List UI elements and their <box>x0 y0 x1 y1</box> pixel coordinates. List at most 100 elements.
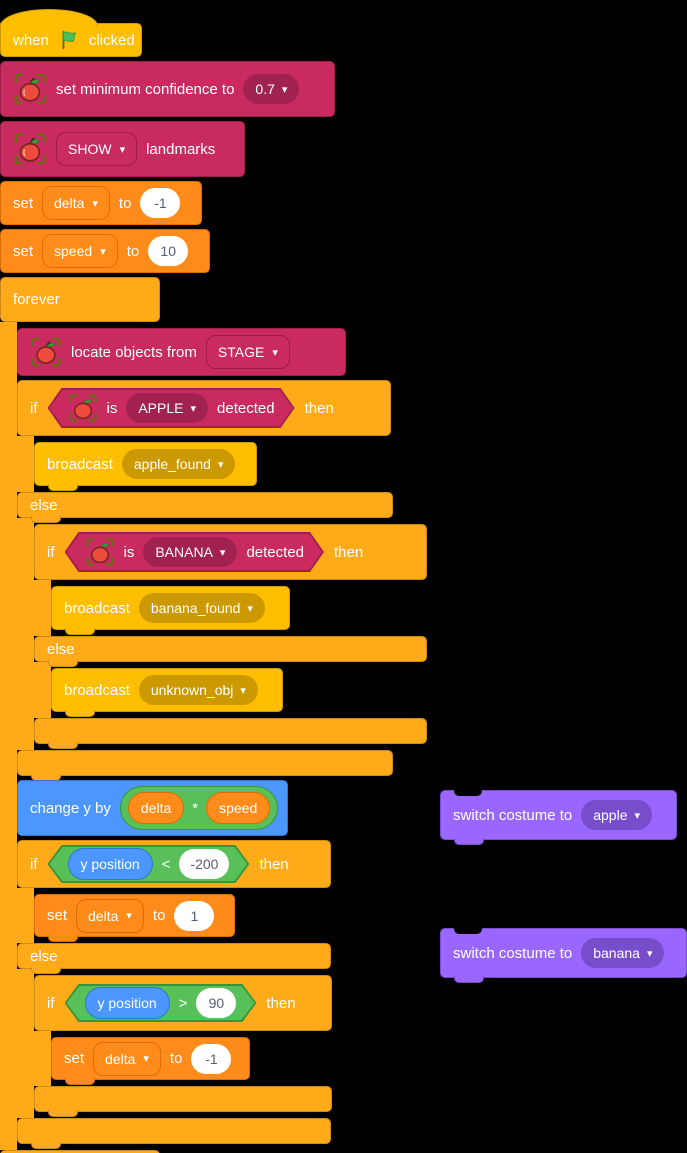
locate-source-dropdown[interactable]: STAGE ▾ <box>205 335 290 369</box>
then-label: then <box>304 399 334 417</box>
else-mouth: broadcast unknown_obj ▾ <box>51 662 283 718</box>
set-delta-up-block[interactable]: set delta ▾ to 1 <box>34 894 235 942</box>
if-banana-block[interactable]: if <box>34 524 427 749</box>
apple-detector-icon <box>85 537 115 567</box>
when-flag-clicked-block[interactable]: when clicked <box>0 9 142 57</box>
forever-block[interactable]: forever <box>0 277 427 1153</box>
green-flag-icon <box>58 29 80 51</box>
value-input[interactable]: 1 <box>174 900 215 931</box>
costume-dropdown-apple[interactable]: apple ▾ <box>581 800 653 830</box>
else-arm <box>17 969 34 1118</box>
forever-header[interactable]: forever <box>0 277 160 322</box>
set-speed-block[interactable]: set speed ▾ to 10 <box>0 229 210 273</box>
clicked-label: clicked <box>88 31 135 49</box>
if-y-low-block[interactable]: if y position < -200 then <box>17 840 332 1149</box>
change-y-block[interactable]: change y by delta * speed <box>17 780 288 836</box>
apple-detector-icon <box>68 393 98 423</box>
switch-costume-banana-block[interactable]: switch costume to banana ▾ <box>440 928 687 983</box>
is-banana-detected-condition[interactable]: is BANANA ▾ detected <box>65 532 325 572</box>
show-landmarks-block[interactable]: SHOW ▾ landmarks <box>0 121 245 177</box>
costume-dropdown-banana[interactable]: banana ▾ <box>581 938 665 968</box>
greater-than-symbol: > <box>178 994 188 1012</box>
if-mouth: set delta ▾ to 1 <box>34 888 235 943</box>
y-position-reporter[interactable]: y position <box>68 848 153 880</box>
less-than-condition[interactable]: y position < -200 <box>48 845 250 883</box>
detected-label: detected <box>217 399 275 417</box>
if-label: if <box>47 994 55 1012</box>
chevron-down-icon: ▾ <box>247 601 253 615</box>
if-y-low-header[interactable]: if y position < -200 then <box>17 840 331 888</box>
chevron-down-icon: ▾ <box>119 142 126 156</box>
else-mouth: if <box>34 518 427 750</box>
if-arm <box>34 580 51 636</box>
switch-costume-label: switch costume to <box>453 806 573 824</box>
class-dropdown-banana[interactable]: BANANA ▾ <box>143 537 237 567</box>
apple-detector-icon <box>13 132 47 166</box>
change-y-label: change y by <box>30 799 111 817</box>
chevron-down-icon: ▾ <box>100 244 106 258</box>
if-banana-header[interactable]: if <box>34 524 427 580</box>
if-y-high-header[interactable]: if y position > 90 t <box>34 975 332 1031</box>
if-bottom-bar[interactable] <box>34 1086 332 1117</box>
chevron-down-icon: ▾ <box>646 946 653 960</box>
broadcast-label: broadcast <box>64 599 130 617</box>
broadcast-apple-found-block[interactable]: broadcast apple_found ▾ <box>34 442 257 491</box>
y-position-reporter[interactable]: y position <box>85 987 170 1019</box>
if-mouth: set delta ▾ to -1 <box>51 1031 250 1086</box>
message-dropdown[interactable]: banana_found ▾ <box>138 593 265 623</box>
set-delta-down-block[interactable]: set delta ▾ to -1 <box>51 1037 250 1085</box>
variable-dropdown-delta[interactable]: delta ▾ <box>76 898 144 933</box>
else-mouth: if y position > 90 t <box>34 969 332 1118</box>
landmarks-mode-dropdown[interactable]: SHOW ▾ <box>56 132 138 166</box>
set-minimum-confidence-block[interactable]: set minimum confidence to 0.7 ▾ <box>0 61 335 117</box>
to-label: to <box>169 1050 183 1067</box>
then-label: then <box>259 855 289 873</box>
greater-than-condition[interactable]: y position > 90 <box>65 984 257 1022</box>
locate-objects-block[interactable]: locate objects from STAGE ▾ <box>17 328 346 376</box>
landmarks-label: landmarks <box>146 140 216 158</box>
confidence-dropdown[interactable]: 0.7 ▾ <box>243 74 300 104</box>
value-input[interactable]: -1 <box>191 1043 232 1074</box>
value-input[interactable]: -1 <box>140 188 181 218</box>
multiply-operator[interactable]: delta * speed <box>119 786 279 830</box>
else-bar[interactable]: else <box>17 492 393 523</box>
detected-label: detected <box>246 543 304 561</box>
set-delta-init-block[interactable]: set delta ▾ to -1 <box>0 181 202 225</box>
is-apple-detected-condition[interactable]: is APPLE ▾ detected <box>48 388 295 428</box>
apple-detector-icon <box>30 336 62 368</box>
variable-reporter-delta[interactable]: delta <box>127 792 185 824</box>
if-label: if <box>30 855 38 873</box>
value-input[interactable]: -200 <box>179 849 229 879</box>
else-bar[interactable]: else <box>34 636 427 667</box>
if-apple-block[interactable]: if <box>17 380 427 781</box>
broadcast-banana-found-block[interactable]: broadcast banana_found ▾ <box>51 586 290 635</box>
message-dropdown[interactable]: unknown_obj ▾ <box>138 675 258 705</box>
set-label: set <box>13 194 34 212</box>
message-dropdown[interactable]: apple_found ▾ <box>121 449 236 479</box>
value-input[interactable]: 10 <box>148 236 189 266</box>
else-bar[interactable]: else <box>17 943 331 974</box>
is-label: is <box>106 399 118 417</box>
if-bottom-bar[interactable] <box>17 1118 331 1149</box>
chevron-down-icon: ▾ <box>281 82 288 96</box>
if-mouth: broadcast banana_found ▾ <box>51 580 290 636</box>
apple-detector-icon <box>13 72 47 106</box>
variable-dropdown-delta[interactable]: delta ▾ <box>93 1041 161 1076</box>
variable-dropdown-speed[interactable]: speed ▾ <box>42 234 118 268</box>
switch-costume-apple-block[interactable]: switch costume to apple ▾ <box>440 790 677 845</box>
value-input[interactable]: 90 <box>196 988 236 1018</box>
to-label: to <box>118 194 132 212</box>
if-arm <box>17 888 34 943</box>
if-y-high-block[interactable]: if y position > 90 t <box>34 975 332 1117</box>
if-bottom-bar[interactable] <box>34 718 427 749</box>
class-dropdown-apple[interactable]: APPLE ▾ <box>126 393 208 423</box>
if-bottom-bar[interactable] <box>17 750 393 781</box>
to-label: to <box>126 242 140 260</box>
if-apple-header[interactable]: if <box>17 380 391 436</box>
broadcast-unknown-obj-block[interactable]: broadcast unknown_obj ▾ <box>51 668 283 717</box>
else-label: else <box>47 640 75 658</box>
forever-arm <box>0 322 17 1150</box>
variable-reporter-speed[interactable]: speed <box>206 792 271 824</box>
variable-dropdown-delta[interactable]: delta ▾ <box>42 186 110 220</box>
